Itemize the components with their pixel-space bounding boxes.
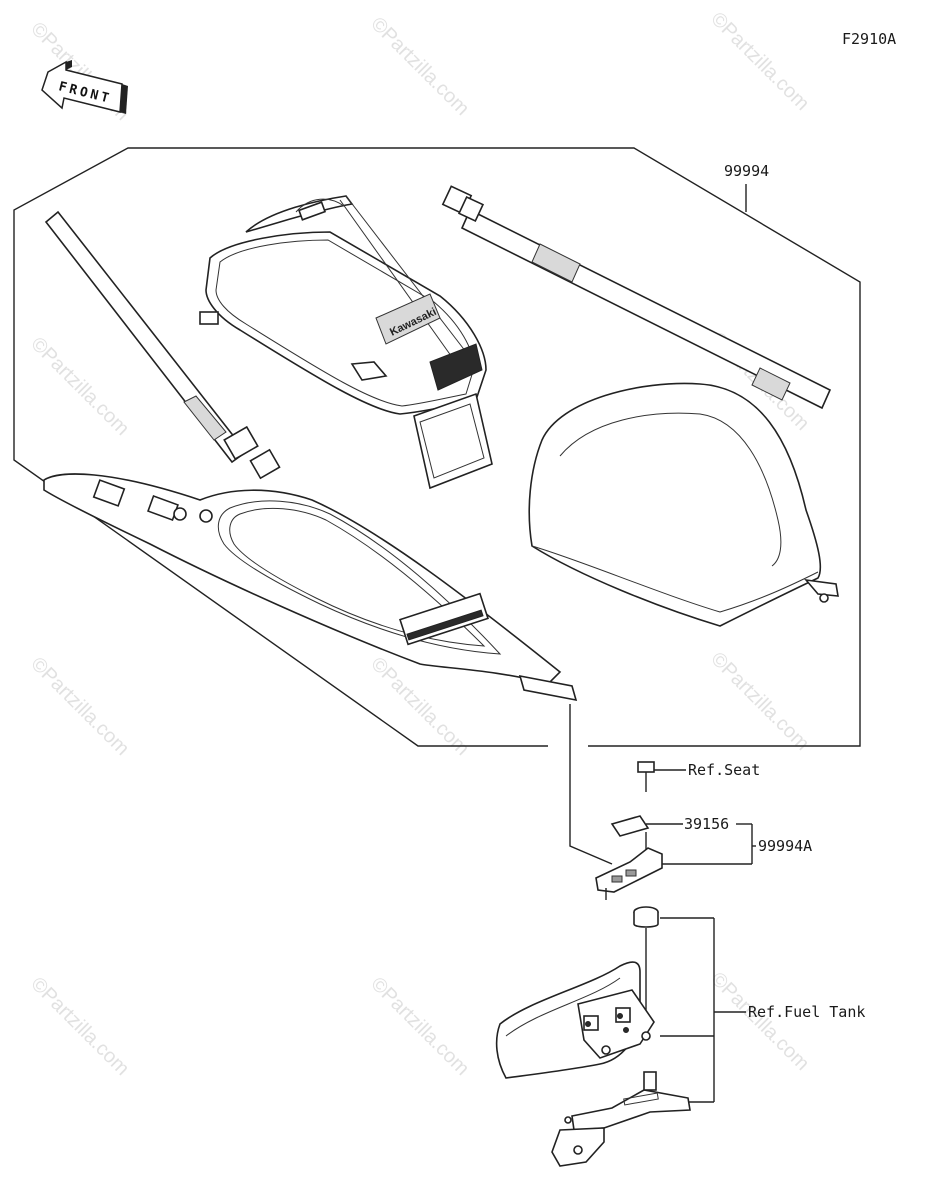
watermark: ©Partzilla.com <box>26 653 133 760</box>
kit-boundary <box>13 147 861 747</box>
watermark: ©Partzilla.com <box>26 333 133 440</box>
front-arrow-icon: FRONT <box>41 60 128 114</box>
tank-strap <box>441 185 832 410</box>
watermark: ©Partzilla.com <box>706 968 813 1075</box>
bolt-icon <box>637 761 655 792</box>
sticker-part-number: 39156 <box>684 815 729 833</box>
bracket-kit-part-number: 99994A <box>758 837 812 855</box>
watermark: ©Partzilla.com <box>26 973 133 1080</box>
watermark: ©Partzilla.com <box>366 973 473 1080</box>
ref-fuel-tank-label: Ref.Fuel Tank <box>748 1003 865 1021</box>
harness-leader <box>569 704 613 865</box>
watermark: ©Partzilla.com <box>366 13 473 120</box>
watermark: ©Partzilla.com <box>706 8 813 115</box>
figure-code: F2910A <box>842 30 896 48</box>
mount-bracket <box>595 832 663 900</box>
grommet-icon <box>633 906 659 928</box>
tank-bag-harness <box>43 210 578 702</box>
watermark: ©Partzilla.com <box>706 648 813 755</box>
frame-bracket <box>551 1071 691 1167</box>
sticker-39156 <box>610 815 650 837</box>
kit-part-number: 99994 <box>724 162 769 180</box>
tank-bag: Kawasaki <box>199 195 493 490</box>
fuel-tank <box>495 961 655 1079</box>
seat-cover <box>528 382 839 627</box>
ref-seat-label: Ref.Seat <box>688 761 760 779</box>
